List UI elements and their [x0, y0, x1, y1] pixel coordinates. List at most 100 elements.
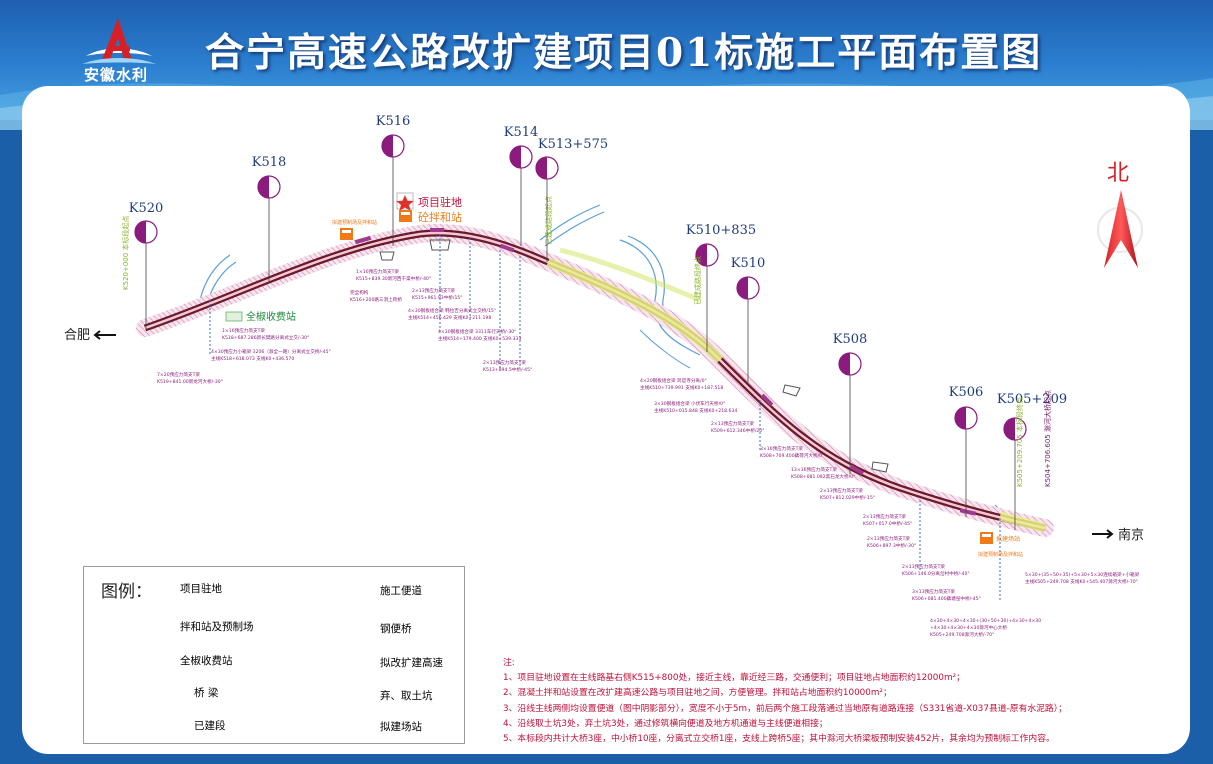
bridge-note: 3×13预应力简支T梁 — [912, 588, 955, 595]
vertical-label: K520+000 本标段起点 — [121, 216, 130, 290]
legend-item-pit: 弃、取土坑 — [380, 690, 433, 702]
bridge-note: 2×13预应力简支T梁 — [711, 420, 754, 427]
station-k518: K518 — [252, 155, 287, 283]
bridge-note: K507+812.029中桥/-15° — [820, 494, 875, 501]
station-k505-209: K505+209 — [997, 392, 1067, 530]
bridge-note: 1×16预应力简支T梁 — [356, 268, 399, 275]
bridge-note: 2×13预应力简支T梁 — [863, 513, 906, 520]
bridge-note: K508+081.082黑石龙大桥/0° — [791, 473, 855, 480]
station-k510: K510 — [731, 256, 766, 382]
station-label: K516 — [376, 114, 411, 129]
bridge-markers — [354, 228, 977, 516]
logo-name: 安徽水利 — [83, 66, 148, 84]
station-label: K505+209 — [997, 392, 1067, 407]
bridge-note: 1×16预应力简支T梁 — [222, 327, 265, 334]
page-title: 合宁高速公路改扩建项目01标施工平面布置图 — [205, 30, 1043, 76]
west-yard-label: 拟建预制场及拌和站 — [332, 219, 377, 226]
note-line: 5、本标段内共计大桥3座，中小桥10座，分离式立交桥1座，支线上跨桥5座；其中滁… — [503, 734, 1055, 745]
vertical-label: 已建成路段起点 — [544, 196, 553, 245]
station-markers: K520K518K516K514K513+575K510+835K510K508… — [129, 114, 1067, 530]
star-icon — [396, 195, 414, 211]
legend-item-mixing: 拌和站及预制场 — [180, 621, 254, 633]
bridge-note: K507+017.0中桥/-45° — [863, 520, 912, 527]
toll-station-label: 全椒收费站 — [246, 310, 296, 323]
station-k516: K516 — [376, 114, 411, 246]
station-k514: K514 — [504, 125, 539, 246]
legend-item-built: 已建段 — [194, 720, 226, 732]
built-section-east — [998, 511, 1047, 533]
compass-label: 北 — [1107, 161, 1129, 186]
city-west-label: 合肥 — [64, 328, 90, 343]
station-label: K510 — [731, 256, 766, 271]
vertical-label: K504+706.605 滁河大桥起点 — [1043, 390, 1052, 487]
mixing-station-marker — [399, 210, 412, 222]
city-east-label: 南京 — [1118, 527, 1144, 543]
bridge-note: 主线K514+179.400 支线K0+539.333 — [438, 335, 521, 342]
station-label: K514 — [504, 125, 539, 140]
bridge-note: 主线K514+456.429 支线K0+211.198 — [408, 314, 491, 321]
bridge-note: 2×13预应力简支T梁 — [867, 535, 910, 542]
legend-item-project-hq: 项目驻地 — [180, 583, 222, 595]
legend-panel: 图例： 项目驻地 拌和站及预制场 全椒收费站 桥 梁 已建段 施工便道 钢便桥 … — [83, 566, 465, 744]
note-line: 2、混凝土拌和站设置在改扩建高速公路与项目驻地之间，方便管理。拌和站占地面积约1… — [503, 688, 892, 699]
bridge-note: 4×30+4×30+4×30+(30+50+30)+4×30+4×30 — [930, 618, 1041, 624]
east-yard-note: 拟建预制场及拌和站 — [978, 551, 1023, 558]
bridge-note: 2×13预应力简支T梁 — [483, 359, 526, 366]
bridge-note: K509+612.346中桥/20° — [711, 427, 765, 434]
bridge-note: 4×30钢板组合梁 3311车行天桥/-30° — [438, 328, 516, 335]
legend-item-yard: 拟建场站 — [380, 721, 422, 733]
mixing-station-label: 砼拌和站 — [418, 210, 462, 224]
bridge-note: 4×20钢板组合梁 鸡官寺分离/0° — [640, 377, 707, 384]
bridge-note: 完全构构 — [350, 289, 369, 296]
toll-station-marker — [225, 311, 243, 322]
note-line: 1、项目驻地设置在主线路基右侧K515+800处，接近主线，靠近经三路，交通便利… — [503, 673, 965, 684]
soil-pits — [379, 239, 889, 473]
water-features — [199, 204, 1041, 533]
bridge-note: 4×30预应力小箱梁 3206（滁全一路）分离式立交桥/-45° — [211, 348, 331, 355]
north-arrow-icon — [1097, 190, 1143, 268]
bridge-note: 2×13预应力简支T梁 — [412, 287, 455, 294]
station-label: K510+835 — [686, 223, 756, 238]
legend-item-bridge: 桥 梁 — [194, 687, 219, 699]
east-yard-label: 拟建场站 — [996, 535, 1020, 543]
note-line: 3、沿线主线两侧均设置便道（图中阴影部分），宽度不小于5m，前后两个施工段落通过… — [503, 703, 1067, 714]
notes-heading: 注: — [503, 658, 515, 668]
bridge-note: 5×30+(35+50+35)+5×30+5×30连续箱梁+小箱梁 — [1025, 571, 1140, 578]
logo-icon — [82, 18, 156, 64]
east-yard-marker — [980, 532, 993, 544]
vertical-label: K505+209.705 本标段终点 — [1015, 397, 1024, 487]
project-hq-marker — [396, 192, 414, 211]
bridge-annotations: 7×20预应力简支T梁K519+841.00新龙河大桥/-30°4×30预应力小… — [157, 268, 1140, 638]
note-line: 4、沿线取土坑3处，弃土坑3处，通过修筑横向便道及地方机通道与主线便道相接； — [503, 718, 828, 729]
station-label: K508 — [833, 332, 868, 347]
bridge-note: 2×13预应力简支T梁 — [820, 487, 863, 494]
bridge-note: 主线K510+739.991 支线K0+187.518 — [640, 384, 723, 391]
west-yard-marker — [340, 228, 353, 240]
bridge-note: K515+961.93中桥/15° — [412, 294, 463, 301]
east-arrow-icon — [1092, 529, 1114, 539]
legend-item-road: 施工便道 — [380, 585, 422, 597]
bridge-note: 3×30钢板组合梁 小伏车行天桥/0° — [654, 400, 725, 407]
bridge-note: K518+687.286新长樊路分离式立交/-30° — [222, 334, 309, 341]
legend-item-expressway: 拟改扩建高速 — [380, 657, 443, 669]
bridge-note: K513+894.5中桥/-45° — [483, 366, 532, 373]
bridge-note: K516+200路三洞上跨桥 — [350, 296, 402, 303]
bridge-note: K508+709.400藕荷河大桥/0° — [760, 452, 824, 459]
station-k506: K506 — [949, 385, 983, 517]
station-k508: K508 — [833, 332, 868, 474]
bridge-note: K515+839.30新河西干渠中桥/-40° — [356, 275, 431, 282]
west-arrow-icon — [93, 330, 116, 340]
bridge-note: 主线K510+015.848 支线K0+218.634 — [654, 407, 737, 414]
bridge-note: 13×16预应力简支T梁 — [791, 466, 837, 473]
bridge-note: +4×30+4×30+4×30滁河中心大桥 — [930, 624, 1007, 631]
project-hq-label: 项目驻地 — [418, 195, 462, 209]
bridge-note: 2×13预应力简支T梁 — [902, 563, 945, 570]
bridge-note: 主线K505+249.708 支线K0+545.407滁河大桥/-70° — [1025, 578, 1138, 585]
built-section — [546, 257, 724, 364]
bridge-note: 3×16预应力简支T梁 — [760, 445, 803, 452]
station-label: K520 — [129, 201, 164, 216]
station-label: K518 — [252, 155, 287, 170]
bridge-note: K519+841.00新龙河大桥/-30° — [157, 378, 223, 385]
legend-title: 图例： — [101, 582, 152, 602]
